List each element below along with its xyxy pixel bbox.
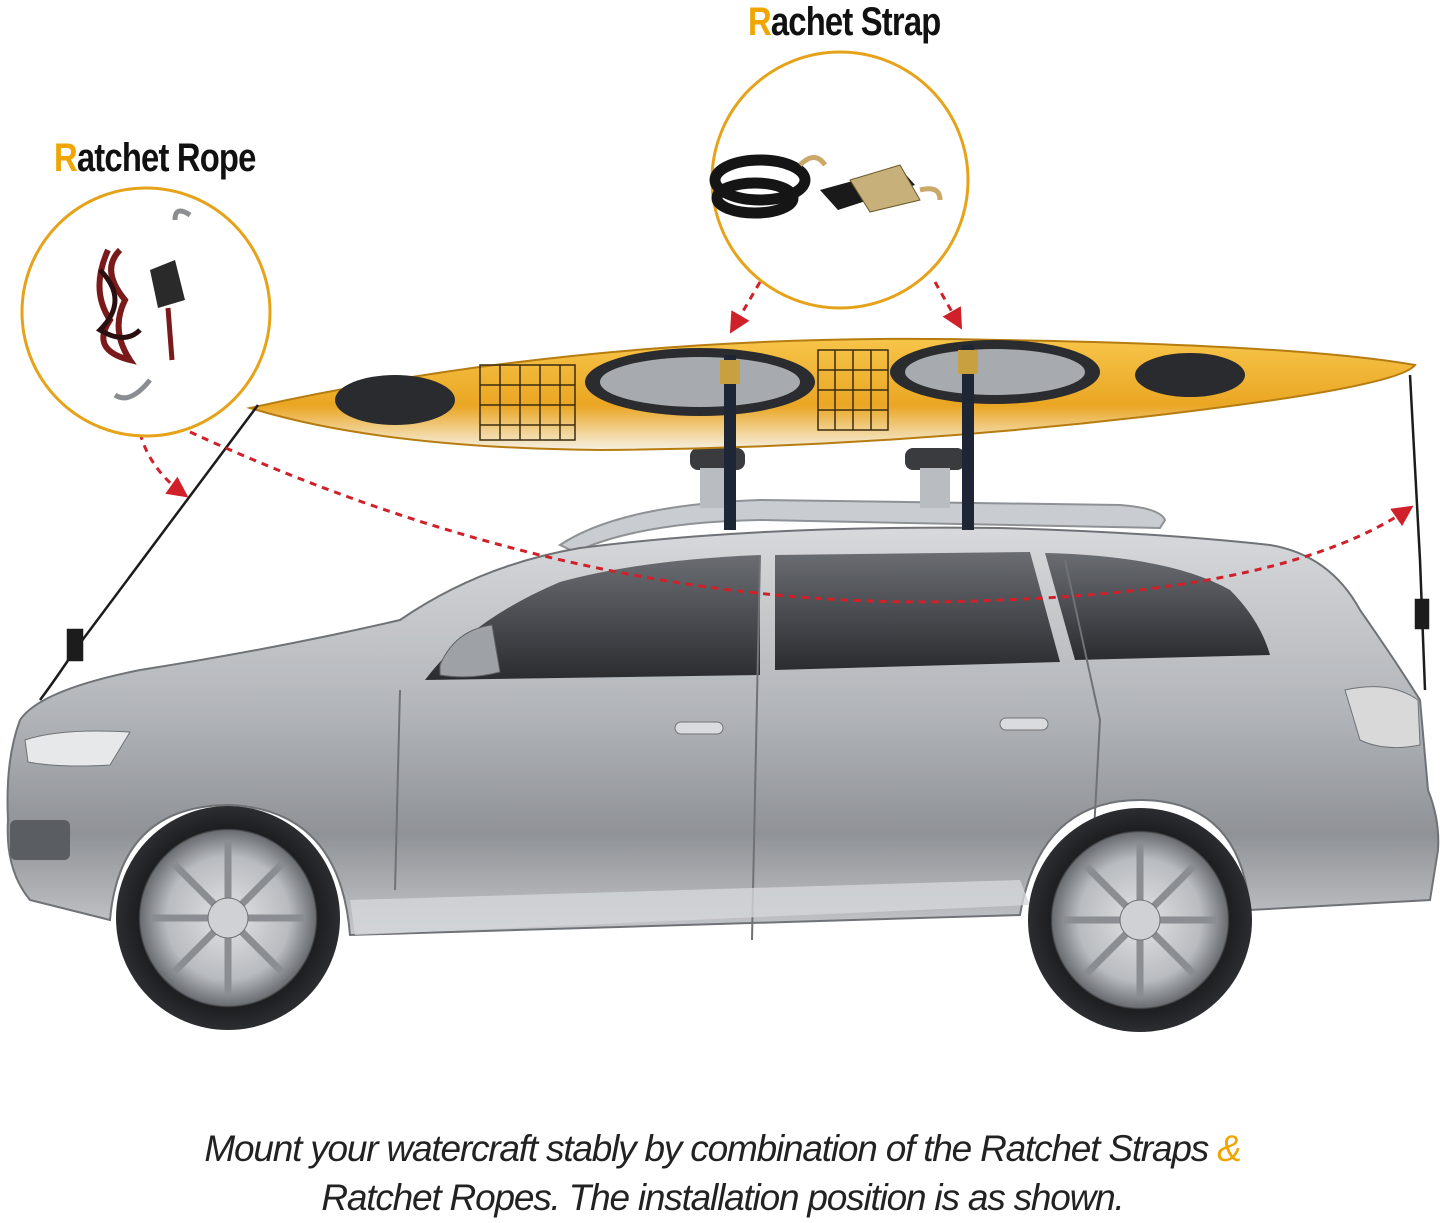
ratchet-rope-label-initial: R xyxy=(54,136,78,180)
kayak-saddle-icon xyxy=(690,448,965,508)
ratchet-rope-label: Ratchet Rope xyxy=(54,136,256,181)
caption-line-1: Mount your watercraft stably by combinat… xyxy=(0,1128,1445,1170)
caption-ampersand: & xyxy=(1217,1128,1242,1169)
ratchet-rope-icon xyxy=(95,208,192,401)
ratchet-strap-icon xyxy=(709,154,943,219)
ratchet-strap-on-kayak xyxy=(720,345,978,530)
caption-line-2: Ratchet Ropes. The installation position… xyxy=(321,1177,1124,1218)
caption-line-1-text: Mount your watercraft stably by combinat… xyxy=(204,1128,1209,1169)
rachet-strap-label-rest: achet Strap xyxy=(770,0,941,44)
indicator-arrows xyxy=(138,281,1414,604)
ratchet-rope-on-car xyxy=(38,374,1430,701)
suv-icon xyxy=(6,498,1440,1032)
ratchet-rope-label-rest: atchet Rope xyxy=(76,136,257,180)
rope-callout-circle xyxy=(20,186,272,438)
rachet-strap-label-initial: R xyxy=(748,0,772,44)
kayak-icon xyxy=(246,337,1417,452)
rachet-strap-label: Rachet Strap xyxy=(748,0,941,45)
